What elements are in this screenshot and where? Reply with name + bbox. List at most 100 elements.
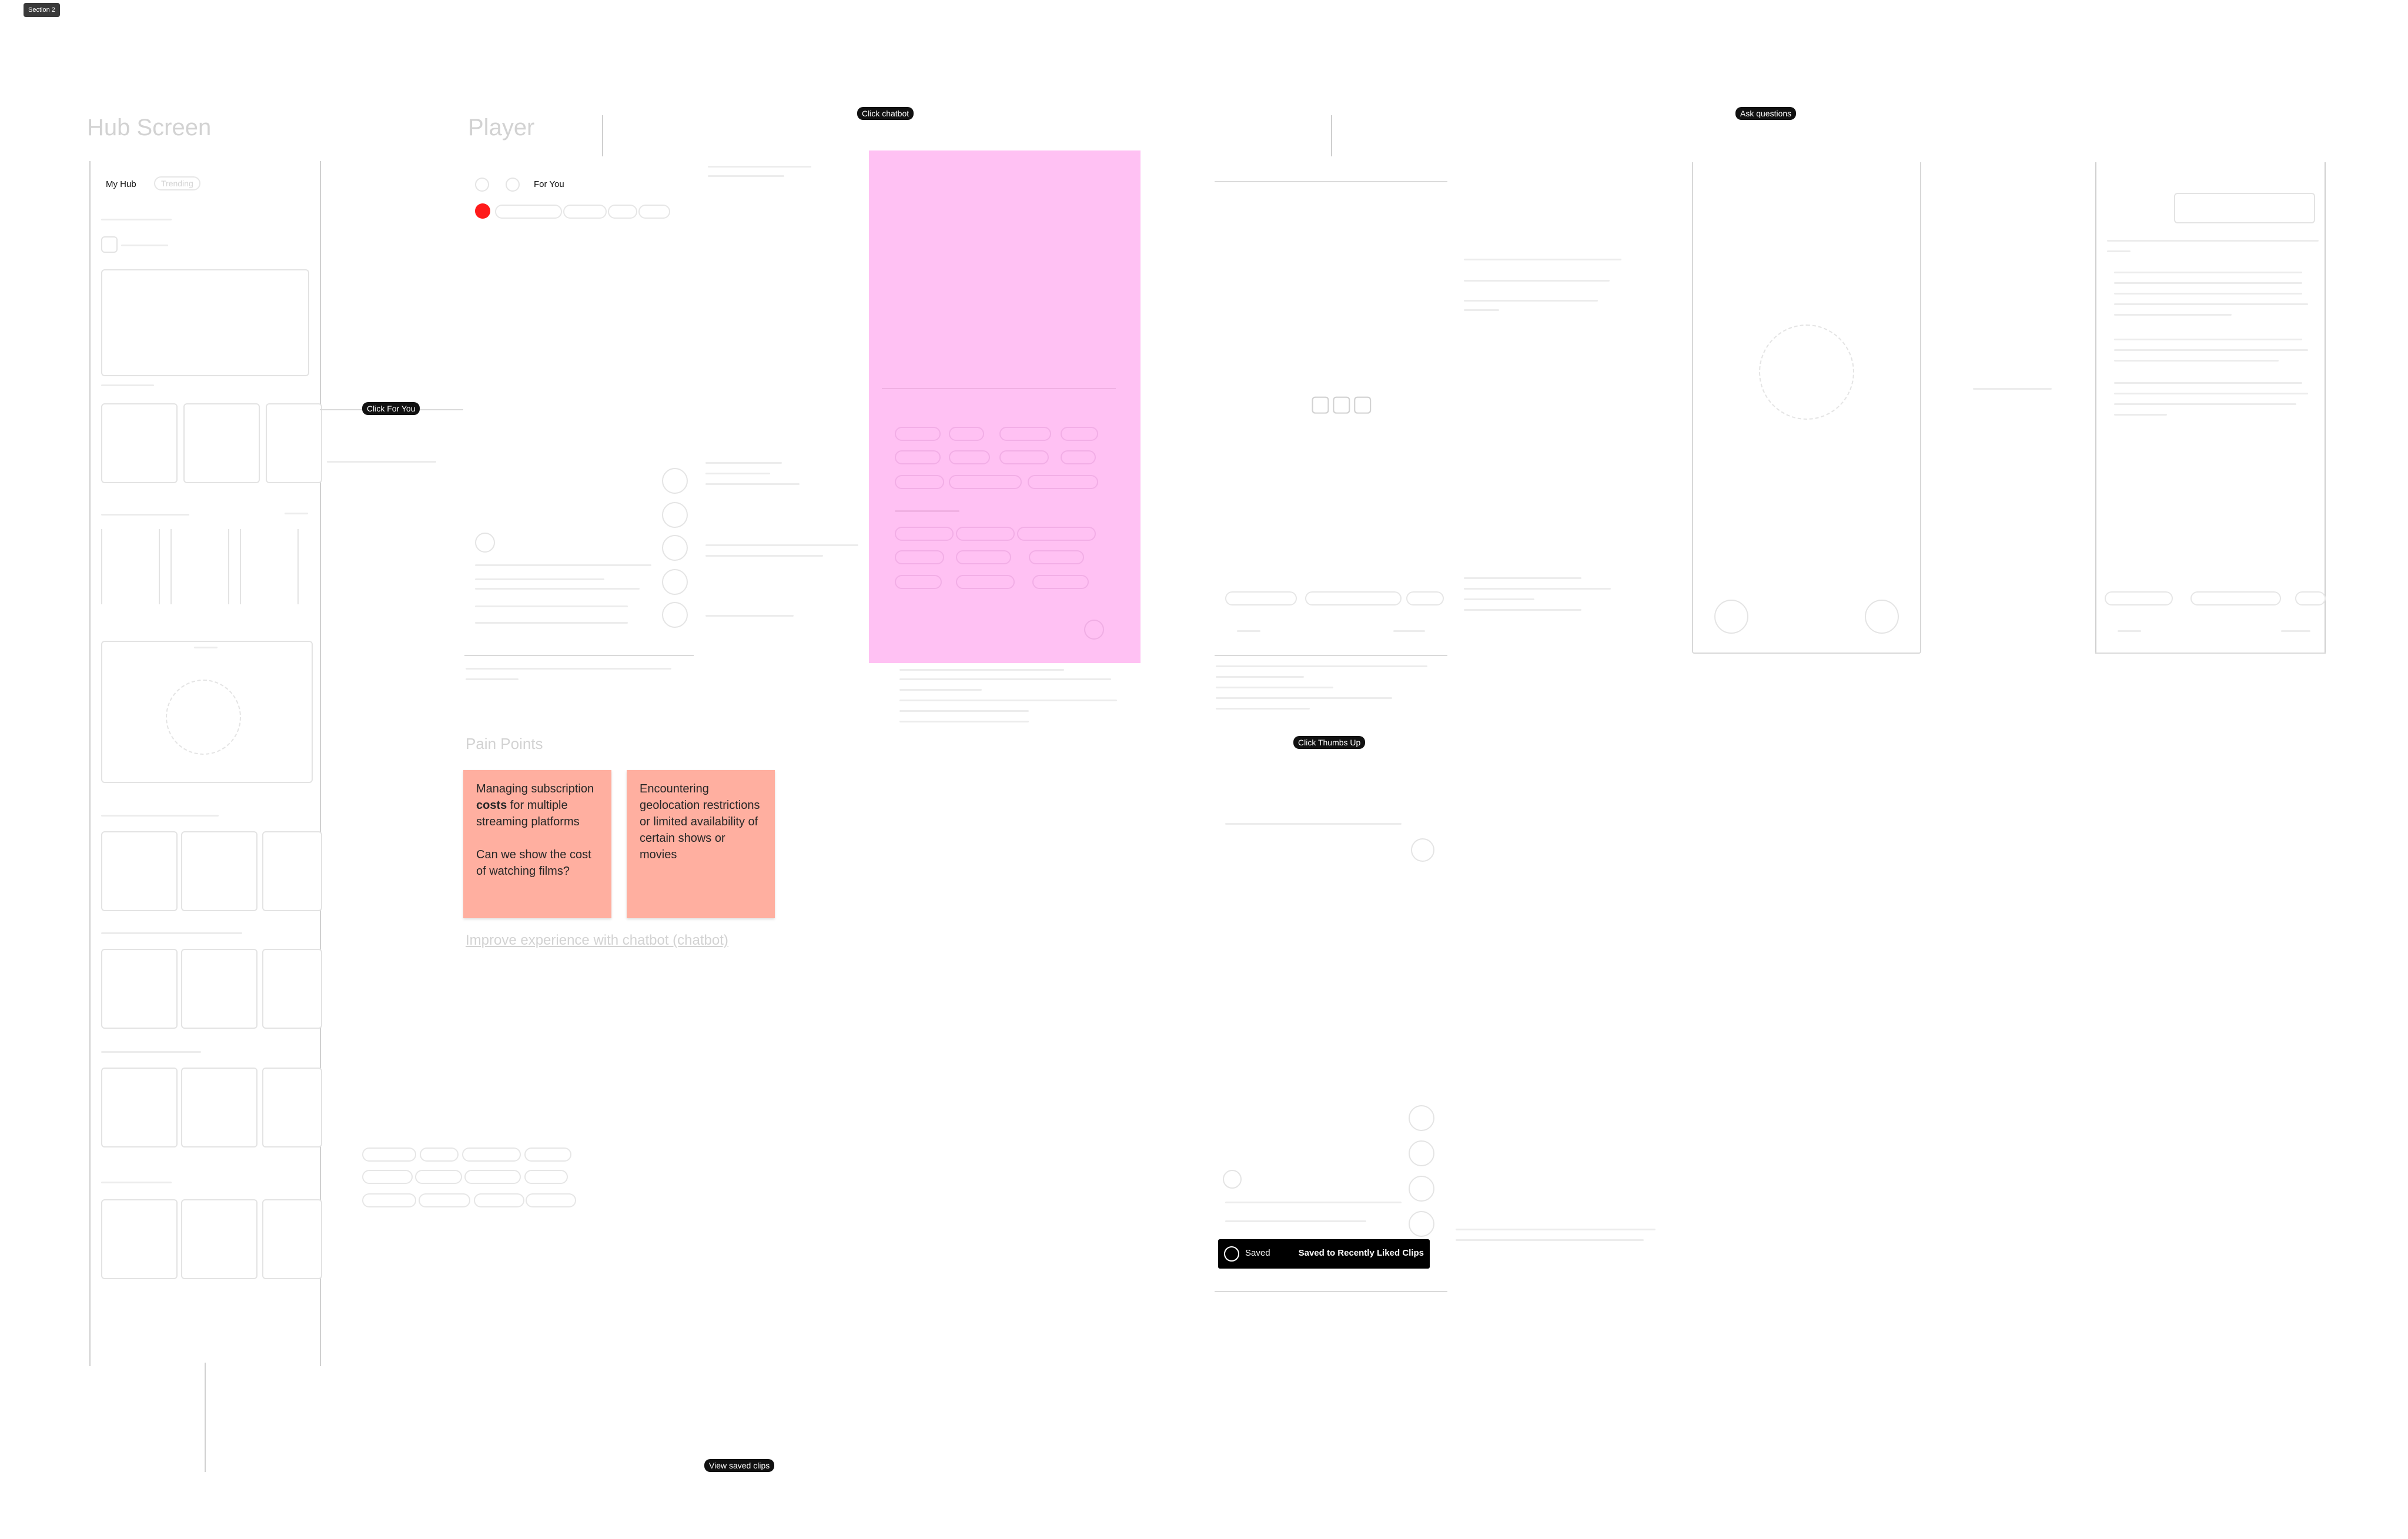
filter-chip-4[interactable] [524,1147,571,1162]
center-chip-2[interactable] [1305,591,1402,605]
chat-input-actions[interactable] [2281,630,2310,632]
center-side-note-2 [1464,280,1610,282]
chatbot-suggestion-15[interactable] [895,550,944,564]
chat-bot-item-2a [2114,339,2302,340]
lower-side-icon-2[interactable] [1409,1140,1434,1166]
chatbot-suggestion-8[interactable] [1061,450,1096,464]
hub-card-row4-2[interactable] [181,1068,257,1147]
hub-connector-down [205,1363,206,1472]
hub-card-row3-2[interactable] [181,949,257,1029]
thumbs-side-icon-1[interactable] [1411,809,1432,830]
hub-section-heading-4 [101,815,219,817]
chat-chip-2[interactable] [2190,591,2281,605]
filter-chip-3[interactable] [462,1147,521,1162]
chatbot-send-icon[interactable] [1084,620,1104,640]
player-chip-4[interactable] [638,205,670,219]
sticky-note-subscription-costs: Managing subscription costs for multiple… [463,770,611,918]
voice-orb-icon[interactable] [1759,324,1854,420]
hub-card-row4-3[interactable] [262,1068,322,1147]
center-video-placeholder: ▢▢▢ [1310,392,1373,416]
chat-chip-1[interactable] [2105,591,2173,605]
lower-side-icon-4[interactable] [1409,1211,1434,1237]
chatbot-suggestion-7[interactable] [999,450,1049,464]
hub-card-row3-3[interactable] [262,949,322,1029]
chatbot-suggestion-2[interactable] [949,427,984,441]
saved-toast-message[interactable]: Saved to Recently Liked Clips [1298,1248,1424,1258]
chatbot-suggestion-19[interactable] [956,575,1015,589]
chatbot-suggestion-6[interactable] [949,450,990,464]
chatbot-suggestion-11[interactable] [1028,475,1098,489]
filter-chip-1[interactable] [362,1147,416,1162]
hub-tab-trending[interactable]: Trending [154,176,200,190]
hub-checkbox[interactable] [101,236,118,253]
hub-poster-2[interactable] [170,529,229,604]
player-chip-2[interactable] [563,205,607,219]
player-record-dot[interactable] [475,203,490,219]
hub-card-row4-1[interactable] [101,1068,178,1147]
filter-chip-9[interactable] [362,1193,416,1207]
saved-toast[interactable]: Saved Saved to Recently Liked Clips [1218,1239,1430,1269]
chatbot-suggestion-12[interactable] [895,527,954,541]
hub-card-row5-3[interactable] [262,1199,322,1279]
chatbot-suggestion-9[interactable] [895,475,944,489]
player-chip-3[interactable] [608,205,637,219]
hub-card-row1-2[interactable] [183,403,260,483]
player-chip-1[interactable] [495,205,562,219]
filter-chip-5[interactable] [362,1170,413,1184]
thumbs-side-icon-2[interactable] [1411,838,1434,862]
filter-chip-7[interactable] [464,1170,521,1184]
center-chip-3[interactable] [1406,591,1444,605]
player-side-icon-2[interactable] [662,502,688,528]
hub-hero-card[interactable] [101,269,309,376]
sticky-1-line2: for multiple streaming platforms [476,799,580,828]
chatbot-suggestion-1[interactable] [895,427,941,441]
center-input-actions[interactable] [1393,630,1425,632]
hub-poster-3[interactable] [240,529,299,604]
chatbot-suggestion-3[interactable] [999,427,1051,441]
hub-card-row2-1[interactable] [101,831,178,911]
player-avatar-icon[interactable] [475,533,495,553]
voice-left-button-icon[interactable] [1714,600,1748,634]
player-tab-for-you[interactable]: For You [534,179,564,189]
hub-card-row1-1[interactable] [101,403,178,483]
player-back-icon[interactable] [475,178,489,192]
filter-chip-2[interactable] [420,1147,459,1162]
center-chip-1[interactable] [1225,591,1297,605]
chatbot-suggestion-4[interactable] [1061,427,1098,441]
filter-chip-10[interactable] [419,1193,470,1207]
hub-play-ring-icon[interactable] [166,680,241,755]
chatbot-suggestion-17[interactable] [1029,550,1084,564]
chatbot-suggestion-20[interactable] [1032,575,1089,589]
lower-avatar-icon[interactable] [1223,1170,1242,1189]
player-side-icon-1[interactable] [662,468,688,494]
player-tab-dot[interactable] [506,178,520,192]
chatbot-suggestion-10[interactable] [949,475,1022,489]
hub-poster-1[interactable] [101,529,160,604]
hub-card-row1-3[interactable] [266,403,322,483]
player-side-icon-3[interactable] [662,535,688,561]
chat-chip-3[interactable] [2295,591,2326,605]
chatbot-note-2 [899,678,1111,680]
chatbot-suggestion-16[interactable] [956,550,1011,564]
chatbot-suggestion-13[interactable] [956,527,1015,541]
filter-chip-11[interactable] [474,1193,524,1207]
player-side-icon-5[interactable] [662,602,688,628]
hub-card-row2-2[interactable] [181,831,257,911]
hub-tab-my-hub[interactable]: My Hub [106,179,136,189]
chatbot-suggestion-5[interactable] [895,450,941,464]
hub-card-row5-1[interactable] [101,1199,178,1279]
lower-side-icon-3[interactable] [1409,1176,1434,1202]
hub-see-all[interactable] [285,513,308,514]
filter-chip-8[interactable] [524,1170,568,1184]
voice-side-note [1973,388,2052,390]
chatbot-suggestion-14[interactable] [1017,527,1096,541]
chatbot-suggestion-18[interactable] [895,575,942,589]
voice-right-button-icon[interactable] [1865,600,1899,634]
player-side-icon-4[interactable] [662,569,688,595]
filter-chip-12[interactable] [526,1193,576,1207]
hub-card-row2-3[interactable] [262,831,322,911]
hub-card-row5-2[interactable] [181,1199,257,1279]
lower-side-icon-1[interactable] [1409,1105,1434,1131]
hub-card-row3-1[interactable] [101,949,178,1029]
filter-chip-6[interactable] [415,1170,462,1184]
